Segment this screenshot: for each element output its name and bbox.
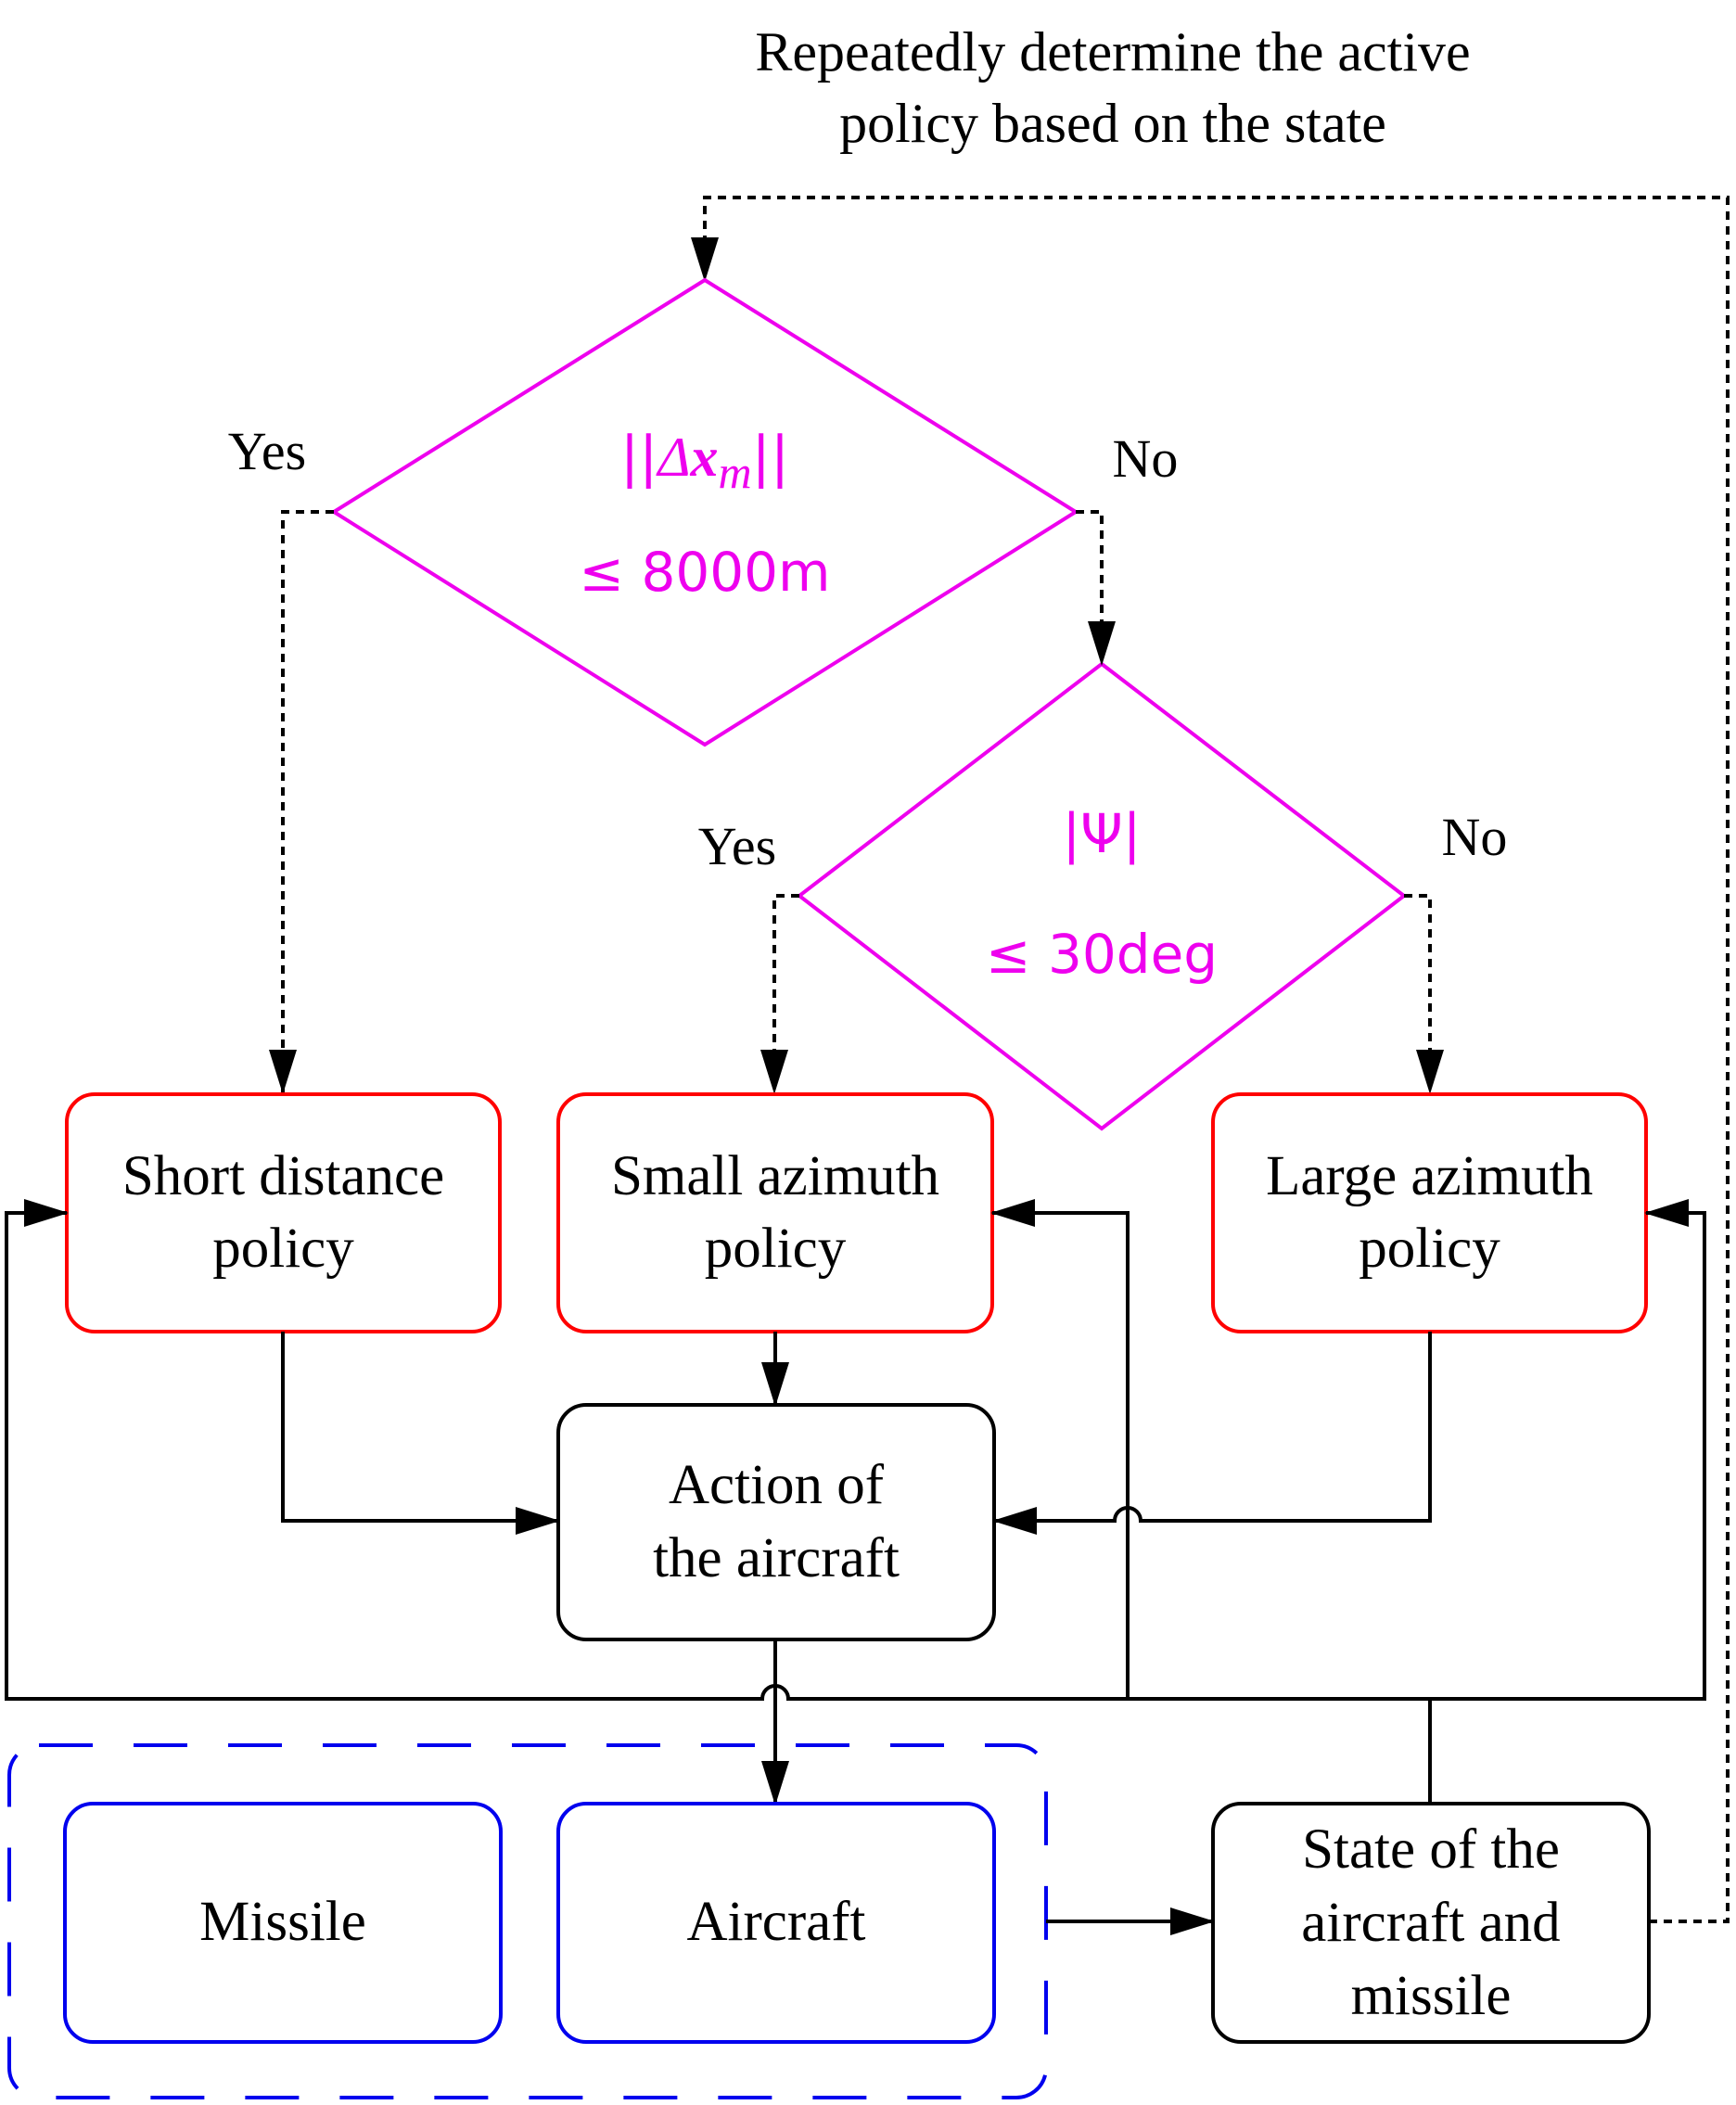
large-policy-line-1: Large azimuth [1266,1144,1593,1207]
state-line-3: missile [1350,1965,1512,2028]
aircraft-box [556,1802,996,2044]
header-line-2: policy based on the state [839,92,1386,154]
d1-condition: ≤ 8000m [519,538,890,606]
aircraft-text: Aircraft [686,1891,866,1954]
aircraft-label: Aircraft [558,1804,994,2042]
missile-box [63,1802,503,2044]
state-line-1: State of the [1302,1818,1560,1881]
d1-norm-right: || [751,425,790,490]
decision-diamond-azimuth [796,661,1408,1131]
d2-expression: |Ψ| [963,799,1241,868]
action-line-1: Action of [668,1454,885,1517]
d1-no-connector [1076,510,1116,666]
decision-diamond-distance [330,277,1079,747]
d2-yes-connector [760,894,799,1094]
bus-to-small-policy [990,1199,1130,1699]
d1-norm-left: || [619,425,658,490]
large-policy-line-2: policy [1359,1218,1500,1280]
header-title: Repeatedly determine the active policy b… [594,17,1632,159]
small-policy-line-1: Small azimuth [610,1144,940,1207]
action-line-2: the aircraft [653,1526,900,1589]
d1-x: x [690,427,719,488]
small-azimuth-policy-label: Small azimuth policy [558,1094,992,1332]
short-distance-policy-label: Short distance policy [67,1094,500,1332]
d1-yes-connector [269,510,334,1094]
d1-yes-label: Yes [227,421,307,481]
d1-condition-text: ≤ 8000m [579,541,831,604]
missile-text: Missile [199,1891,366,1954]
action-label: Action of the aircraft [558,1405,994,1639]
large-azimuth-policy-label: Large azimuth policy [1213,1094,1646,1332]
large-to-action-connector [992,1332,1432,1535]
d2-yes-label: Yes [697,816,777,876]
short-policy-line-2: policy [212,1218,354,1280]
d2-condition-text: ≤ 30deg [985,923,1219,986]
d1-subscript: m [718,446,752,498]
d1-delta: Δ [657,427,691,488]
feedback-dotted-connector [691,196,1730,1923]
state-label: State of the aircraft and missile [1213,1804,1649,2042]
header-line-1: Repeatedly determine the active [755,21,1471,83]
d2-no-label: No [1441,807,1508,867]
state-feedback-bus [5,1199,1432,1802]
bus-to-large-policy [1430,1199,1706,1701]
d1-expression: ||Δxm|| [519,422,890,502]
d1-no-label: No [1112,428,1179,489]
state-box [1211,1802,1651,2044]
d2-condition: ≤ 30deg [963,920,1241,989]
short-to-action-connector [281,1332,560,1535]
short-policy-line-1: Short distance [121,1144,445,1207]
d2-no-connector [1404,894,1444,1094]
state-line-2: aircraft and [1301,1891,1561,1954]
small-policy-line-2: policy [704,1218,847,1280]
missile-label: Missile [65,1804,501,2042]
d2-expression-text: |Ψ| [1062,802,1142,865]
